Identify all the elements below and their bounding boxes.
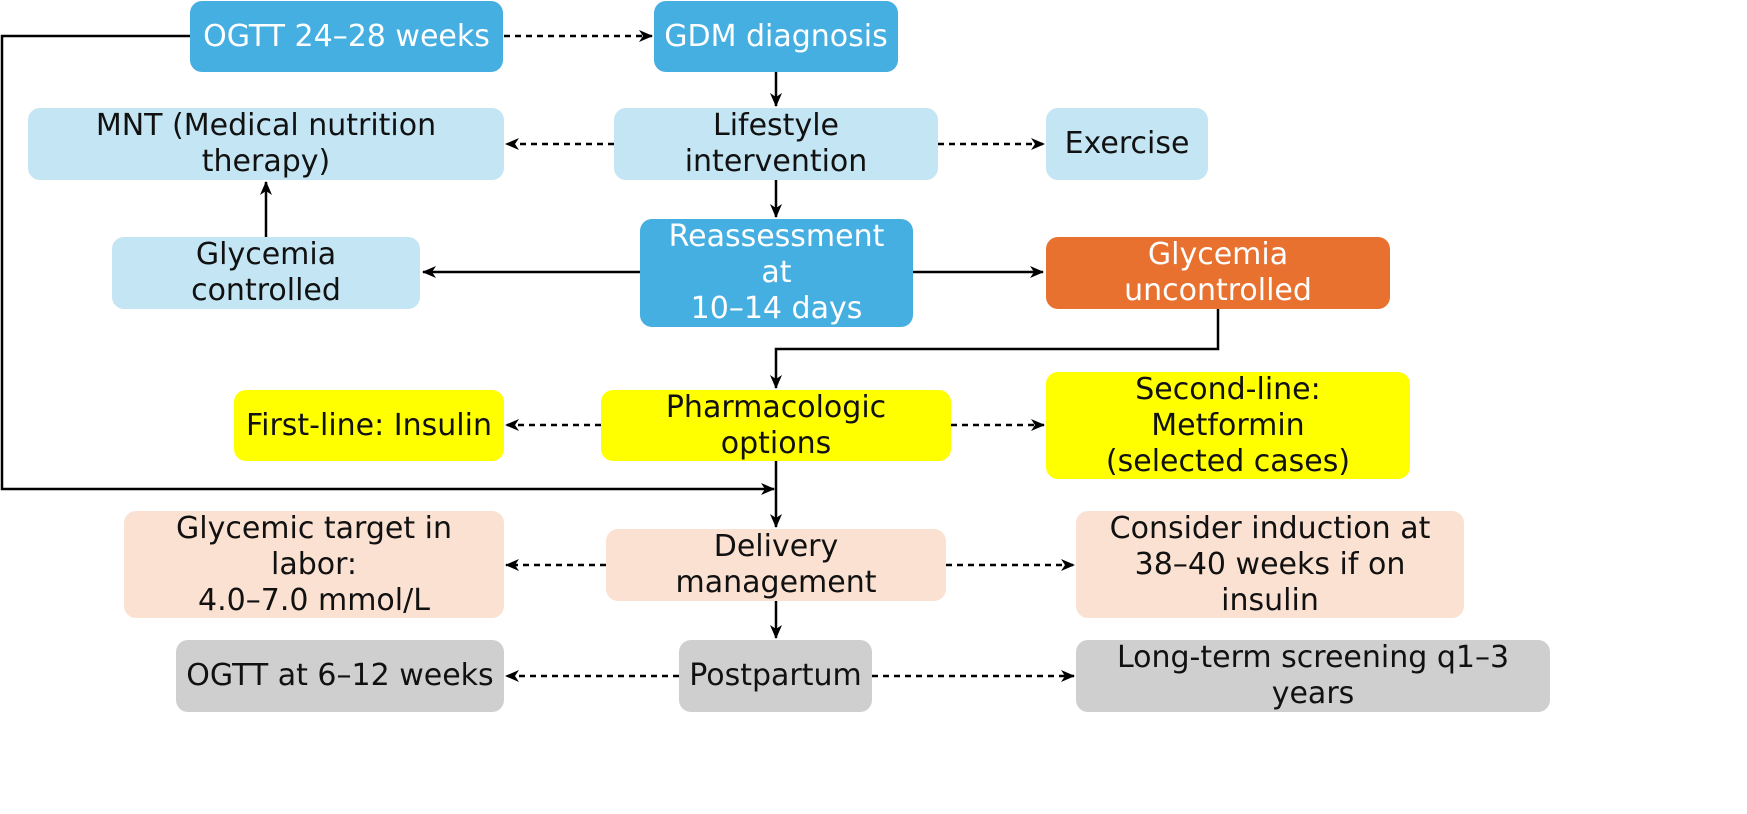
second-line-metformin-label: Second-line: Metformin (selected cases) <box>1105 371 1351 479</box>
second-line-metformin-node: Second-line: Metformin (selected cases) <box>1046 372 1410 479</box>
glycemia-controlled-node: Glycemia controlled <box>112 237 420 309</box>
labor-target-label: Glycemic target in labor: 4.0–7.0 mmol/L <box>176 510 452 618</box>
arrow-uncontrolled-to-pharmacologic <box>770 309 1220 389</box>
mnt-node: MNT (Medical nutrition therapy) <box>28 108 504 180</box>
reassessment-node: Reassessment at 10–14 days <box>640 219 913 327</box>
glycemia-controlled-label: Glycemia controlled <box>191 237 341 308</box>
pharmacologic-options-node: Pharmacologic options <box>601 390 951 461</box>
first-line-insulin-label: First-line: Insulin <box>246 407 492 443</box>
delivery-management-node: Delivery management <box>606 529 946 601</box>
lifestyle-intervention-node: Lifestyle intervention <box>614 108 938 180</box>
labor-target-node: Glycemic target in labor: 4.0–7.0 mmol/L <box>124 511 504 618</box>
arrow-ogtt-bypass-to-delivery <box>0 34 775 495</box>
exercise-label: Exercise <box>1064 126 1190 161</box>
postpartum-label: Postpartum <box>689 658 862 693</box>
first-line-insulin-node: First-line: Insulin <box>234 390 504 461</box>
gdm-diagnosis-label: GDM diagnosis <box>664 18 888 54</box>
gdm-diagnosis-node: GDM diagnosis <box>654 1 898 72</box>
pharmacologic-options-label: Pharmacologic options <box>665 389 887 461</box>
postpartum-ogtt-node: OGTT at 6–12 weeks <box>176 640 504 712</box>
induction-label: Consider induction at 38–40 weeks if on … <box>1109 510 1431 618</box>
long-term-screening-label: Long-term screening q1–3 years <box>1116 640 1510 711</box>
delivery-management-label: Delivery management <box>675 529 877 600</box>
postpartum-node: Postpartum <box>679 640 872 712</box>
postpartum-ogtt-label: OGTT at 6–12 weeks <box>186 658 494 693</box>
induction-node: Consider induction at 38–40 weeks if on … <box>1076 511 1464 618</box>
ogtt-24-28-weeks-node: OGTT 24–28 weeks <box>190 1 503 72</box>
mnt-label: MNT (Medical nutrition therapy) <box>95 108 437 179</box>
ogtt-24-28-weeks-label: OGTT 24–28 weeks <box>203 18 490 54</box>
lifestyle-intervention-label: Lifestyle intervention <box>684 108 868 179</box>
glycemia-uncontrolled-label: Glycemia uncontrolled <box>1124 237 1312 308</box>
exercise-node: Exercise <box>1046 108 1208 180</box>
long-term-screening-node: Long-term screening q1–3 years <box>1076 640 1550 712</box>
glycemia-uncontrolled-node: Glycemia uncontrolled <box>1046 237 1390 309</box>
reassessment-label: Reassessment at 10–14 days <box>668 219 885 326</box>
